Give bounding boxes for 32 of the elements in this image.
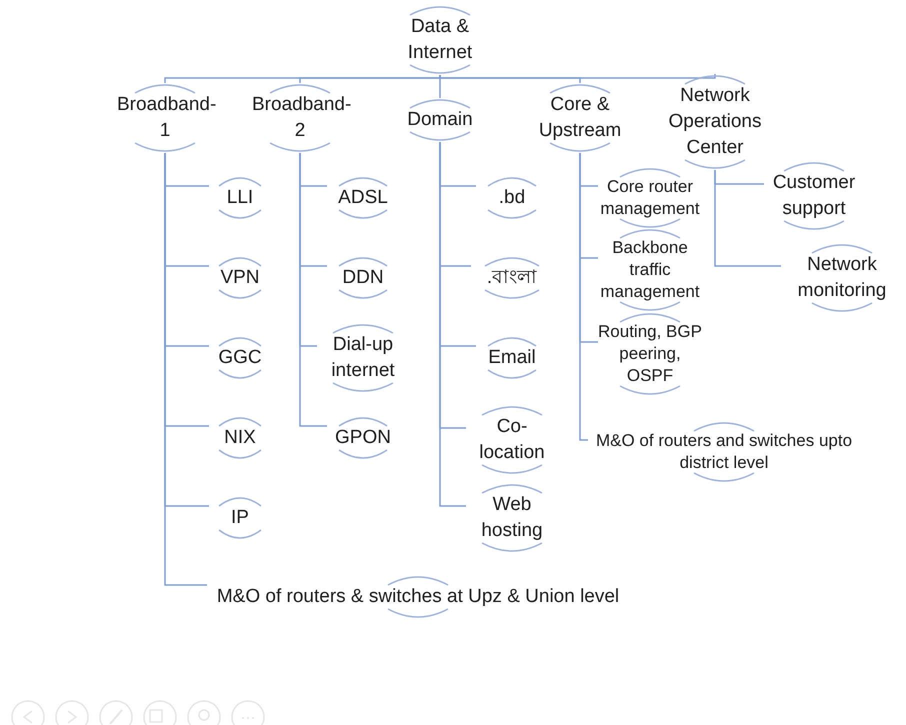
node-label: Email [472,336,552,380]
node-label: VPN [205,256,275,300]
node-label: LLI [205,176,275,220]
node-label: NIX [205,416,275,460]
connector-line [714,170,781,267]
node-label: Broadband-2 [250,83,350,153]
connector-line [579,153,588,441]
node-label: Co-location [462,405,562,475]
connector-line [439,142,466,507]
connector-line [299,75,441,83]
node-label: Backbone traffic management [594,228,706,312]
node-label: M&O of routers & switches at Upz & Union level [203,575,633,619]
node-label: Core & Upstream [525,83,635,153]
node-label: Routing, BGP peering, OSPF [594,312,706,396]
node-label: Data & Internet [385,5,495,75]
node-label: Network monitoring [777,243,906,313]
node-label: Broadband-1 [115,83,215,153]
node-label: .বাংলা [467,256,557,300]
node-label: DDN [323,256,403,300]
node-label: .bd [472,176,552,220]
node-label: Dial-up internet [313,323,413,393]
node-label: Domain [385,98,495,142]
node-label: IP [205,496,275,540]
node-label: Core router management [594,167,706,229]
node-label: Web hosting [462,483,562,553]
node-label: GPON [323,416,403,460]
node-label: ADSL [323,176,403,220]
connector-line [439,74,716,79]
connector-line [299,153,327,427]
connector-line [164,153,207,586]
node-label: M&O of routers and switches upto district level [584,421,864,483]
node-label: GGC [205,336,275,380]
